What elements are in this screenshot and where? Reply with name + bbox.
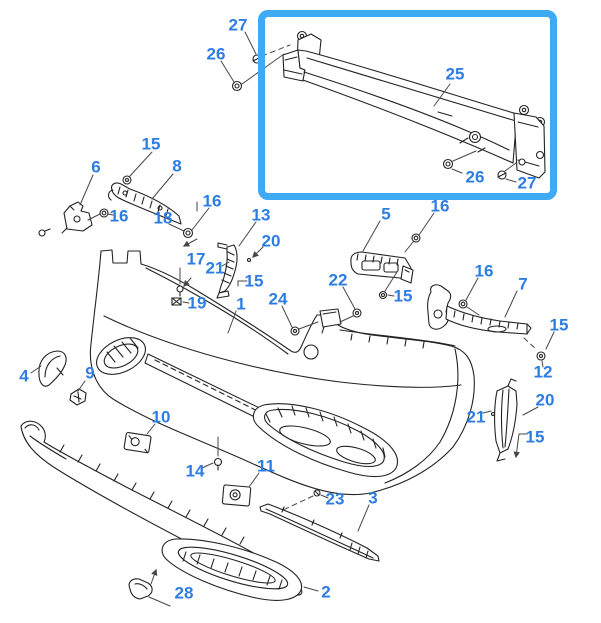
part-3-trim-strip-drawing [259, 503, 380, 562]
fastener-glyphs [38, 54, 546, 497]
part-label-2[interactable]: 2 [321, 582, 331, 602]
part-label-10[interactable]: 10 [151, 407, 171, 427]
part-label-12[interactable]: 12 [533, 362, 553, 382]
part-label-15[interactable]: 15 [393, 286, 413, 306]
part-label-23[interactable]: 23 [325, 489, 345, 509]
part-label-25[interactable]: 25 [445, 64, 465, 84]
part-label-16[interactable]: 16 [109, 206, 129, 226]
part-label-22[interactable]: 22 [328, 270, 348, 290]
part-4-tow-hook-cover-drawing [38, 350, 67, 387]
part-label-28[interactable]: 28 [174, 583, 194, 603]
part-label-8[interactable]: 8 [172, 156, 182, 176]
part-label-1[interactable]: 1 [236, 294, 246, 314]
part-7-bracket-drawing [427, 284, 532, 335]
part-label-20[interactable]: 20 [261, 231, 281, 251]
leader-lines [30, 31, 555, 607]
part-label-26[interactable]: 26 [465, 167, 485, 187]
part-2-lower-skirt-drawing [20, 420, 303, 601]
part-label-19[interactable]: 19 [187, 293, 207, 313]
part-label-3[interactable]: 3 [368, 488, 378, 508]
part-25-impact-bar-drawing [282, 30, 546, 179]
part-label-21[interactable]: 21 [466, 407, 486, 427]
part-label-27[interactable]: 27 [517, 173, 537, 193]
part-13-side-bracket-drawing [216, 242, 238, 299]
part-6-bracket-drawing [61, 201, 93, 234]
part-label-20[interactable]: 20 [535, 390, 555, 410]
part-label-5[interactable]: 5 [381, 204, 391, 224]
part-label-4[interactable]: 4 [19, 366, 29, 386]
part-label-18[interactable]: 18 [153, 208, 173, 228]
part-label-6[interactable]: 6 [91, 157, 101, 177]
part-10-bracket-drawing [123, 431, 152, 454]
part-label-15[interactable]: 15 [244, 271, 264, 291]
part-28-tow-hook-cover-drawing [128, 578, 153, 600]
part-label-15[interactable]: 15 [549, 315, 569, 335]
part-8-side-rail-drawing [108, 182, 182, 225]
part-label-15[interactable]: 15 [525, 427, 545, 447]
part-label-17[interactable]: 17 [186, 249, 206, 269]
part-label-7[interactable]: 7 [518, 274, 528, 294]
part-5-bracket-drawing [350, 251, 414, 284]
part-label-27[interactable]: 27 [228, 15, 248, 35]
part-label-21[interactable]: 21 [205, 258, 225, 278]
part-label-26[interactable]: 26 [206, 44, 226, 64]
part-label-11[interactable]: 11 [257, 456, 275, 476]
part-1-bumper-cover-drawing [89, 249, 475, 496]
part-label-15[interactable]: 15 [141, 134, 161, 154]
part-11-bracket-drawing [221, 484, 252, 507]
part-label-16[interactable]: 16 [474, 261, 494, 281]
part-label-9[interactable]: 9 [85, 363, 95, 383]
part-label-24[interactable]: 24 [268, 289, 288, 309]
part-label-16[interactable]: 16 [430, 196, 450, 216]
part-label-14[interactable]: 14 [185, 461, 205, 481]
part-label-13[interactable]: 13 [251, 205, 271, 225]
part-label-16[interactable]: 16 [202, 191, 222, 211]
part-12-side-bracket-drawing [494, 378, 518, 462]
